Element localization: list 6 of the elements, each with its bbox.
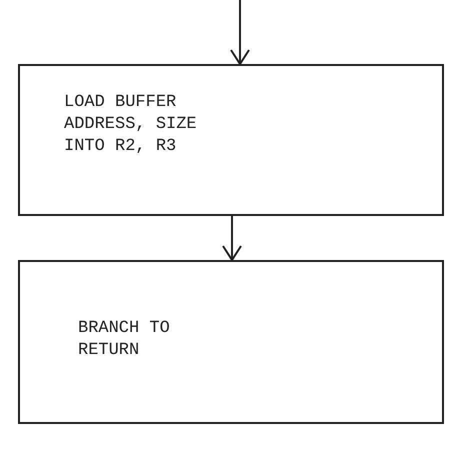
arrow bbox=[222, 216, 242, 261]
box-text: BRANCH TO RETURN bbox=[78, 318, 171, 362]
arrow bbox=[230, 0, 250, 65]
box-text: LOAD BUFFER ADDRESS, SIZE INTO R2, R3 bbox=[64, 92, 198, 158]
process-box bbox=[18, 260, 444, 424]
process-box bbox=[18, 64, 444, 216]
